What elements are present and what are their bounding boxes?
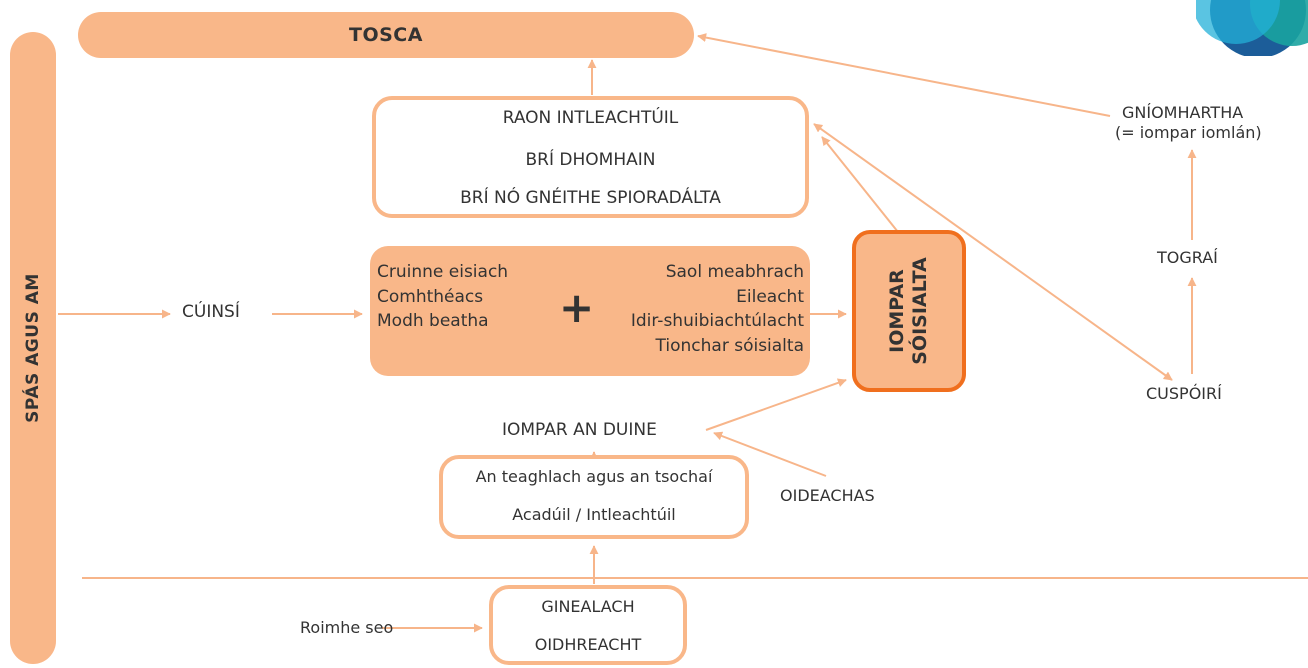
context-right-item: Tionchar sóisialta [655, 335, 804, 356]
generation-heritage-box: GINEALACH OIDHREACHT [489, 585, 687, 665]
roimhe-seo-label: Roimhe seo [300, 618, 394, 637]
context-left-item: Comhthéacs [377, 286, 484, 307]
oideachas-label: OIDEACHAS [780, 486, 875, 505]
space-and-time-label: SPÁS AGUS AM [23, 273, 43, 423]
generation-line-2: OIDHREACHT [534, 635, 642, 654]
intellectual-domain-box: RAON INTLEACHTÚIL BRÍ DHOMHAIN BRÍ NÓ GN… [372, 96, 809, 218]
generation-line-1: GINEALACH [541, 597, 635, 616]
social-behaviour-label: IOMPAR SÓISIALTA [886, 257, 932, 365]
social-behaviour-line-2: SÓISIALTA [909, 257, 931, 365]
plus-sign: + [559, 283, 595, 332]
tograi-label: TOGRAÍ [1157, 248, 1218, 267]
space-and-time-bar: SPÁS AGUS AM [10, 32, 56, 664]
social-behaviour-line-1: IOMPAR [886, 269, 908, 353]
raon-line-1: RAON INTLEACHTÚIL [502, 108, 679, 128]
social-behaviour-box: IOMPAR SÓISIALTA [852, 230, 966, 392]
context-left-list: Cruinne eisiach Comhthéacs Modh beatha [377, 260, 508, 334]
context-left-item: Modh beatha [377, 311, 489, 331]
context-right-item: Eileacht [736, 286, 804, 307]
iompar-an-duine-label: IOMPAR AN DUINE [502, 420, 657, 440]
arrow-gniomhartha-to-tosca [697, 33, 1111, 117]
family-line-1: An teaghlach agus an tsochaí [475, 467, 713, 486]
context-right-item: Saol meabhrach [665, 262, 804, 282]
context-box: Cruinne eisiach Comhthéacs Modh beatha +… [370, 246, 810, 376]
family-society-box: An teaghlach agus an tsochaí Acadúil / I… [439, 455, 749, 539]
arrow-cuspoiri-raon-both [813, 123, 1173, 381]
arrow-oideachas-to-duine [713, 431, 827, 477]
family-line-2: Acadúil / Intleachtúil [512, 505, 676, 524]
arrow-duine-to-iompar [705, 378, 847, 431]
context-right-item: Idir-shuibiachtúlacht [630, 311, 804, 331]
raon-line-2: BRÍ DHOMHAIN [525, 150, 656, 170]
context-right-list: Saol meabhrach Eileacht Idir-shuibiachtú… [631, 260, 804, 358]
gniomhartha-sub-label: (= iompar iomlán) [1115, 123, 1262, 142]
cuspoiri-label: CUSPÓIRÍ [1146, 384, 1222, 403]
raon-line-3: BRÍ NÓ GNÉITHE SPIORADÁLTA [460, 188, 721, 208]
gniomhartha-label: GNÍOMHARTHA [1122, 103, 1244, 122]
tosca-bar: TOSCA [78, 12, 694, 58]
tosca-label: TOSCA [349, 24, 423, 46]
arrow-iompar-to-raon [821, 136, 899, 233]
cuinsi-label: CÚINSÍ [182, 302, 240, 322]
context-left-item: Cruinne eisiach [377, 262, 509, 282]
logo-icon [1196, 0, 1308, 56]
